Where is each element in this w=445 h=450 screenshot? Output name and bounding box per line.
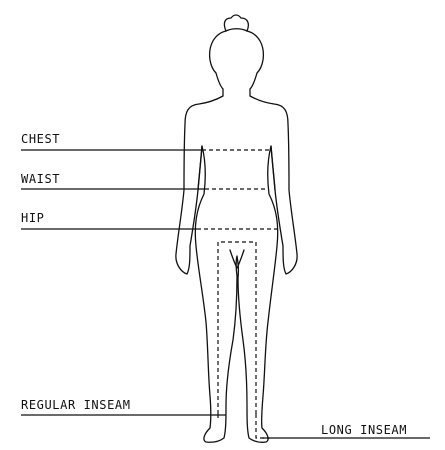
chest-label: CHEST xyxy=(21,132,60,146)
long-inseam-label: LONG INSEAM xyxy=(321,423,407,437)
hair-bun-detail xyxy=(226,29,247,31)
hip-label: HIP xyxy=(21,211,44,225)
regular-inseam-label: REGULAR INSEAM xyxy=(21,398,131,412)
left-inner-arm xyxy=(198,146,202,190)
right-inner-arm xyxy=(271,146,275,190)
waist-label: WAIST xyxy=(21,172,60,186)
